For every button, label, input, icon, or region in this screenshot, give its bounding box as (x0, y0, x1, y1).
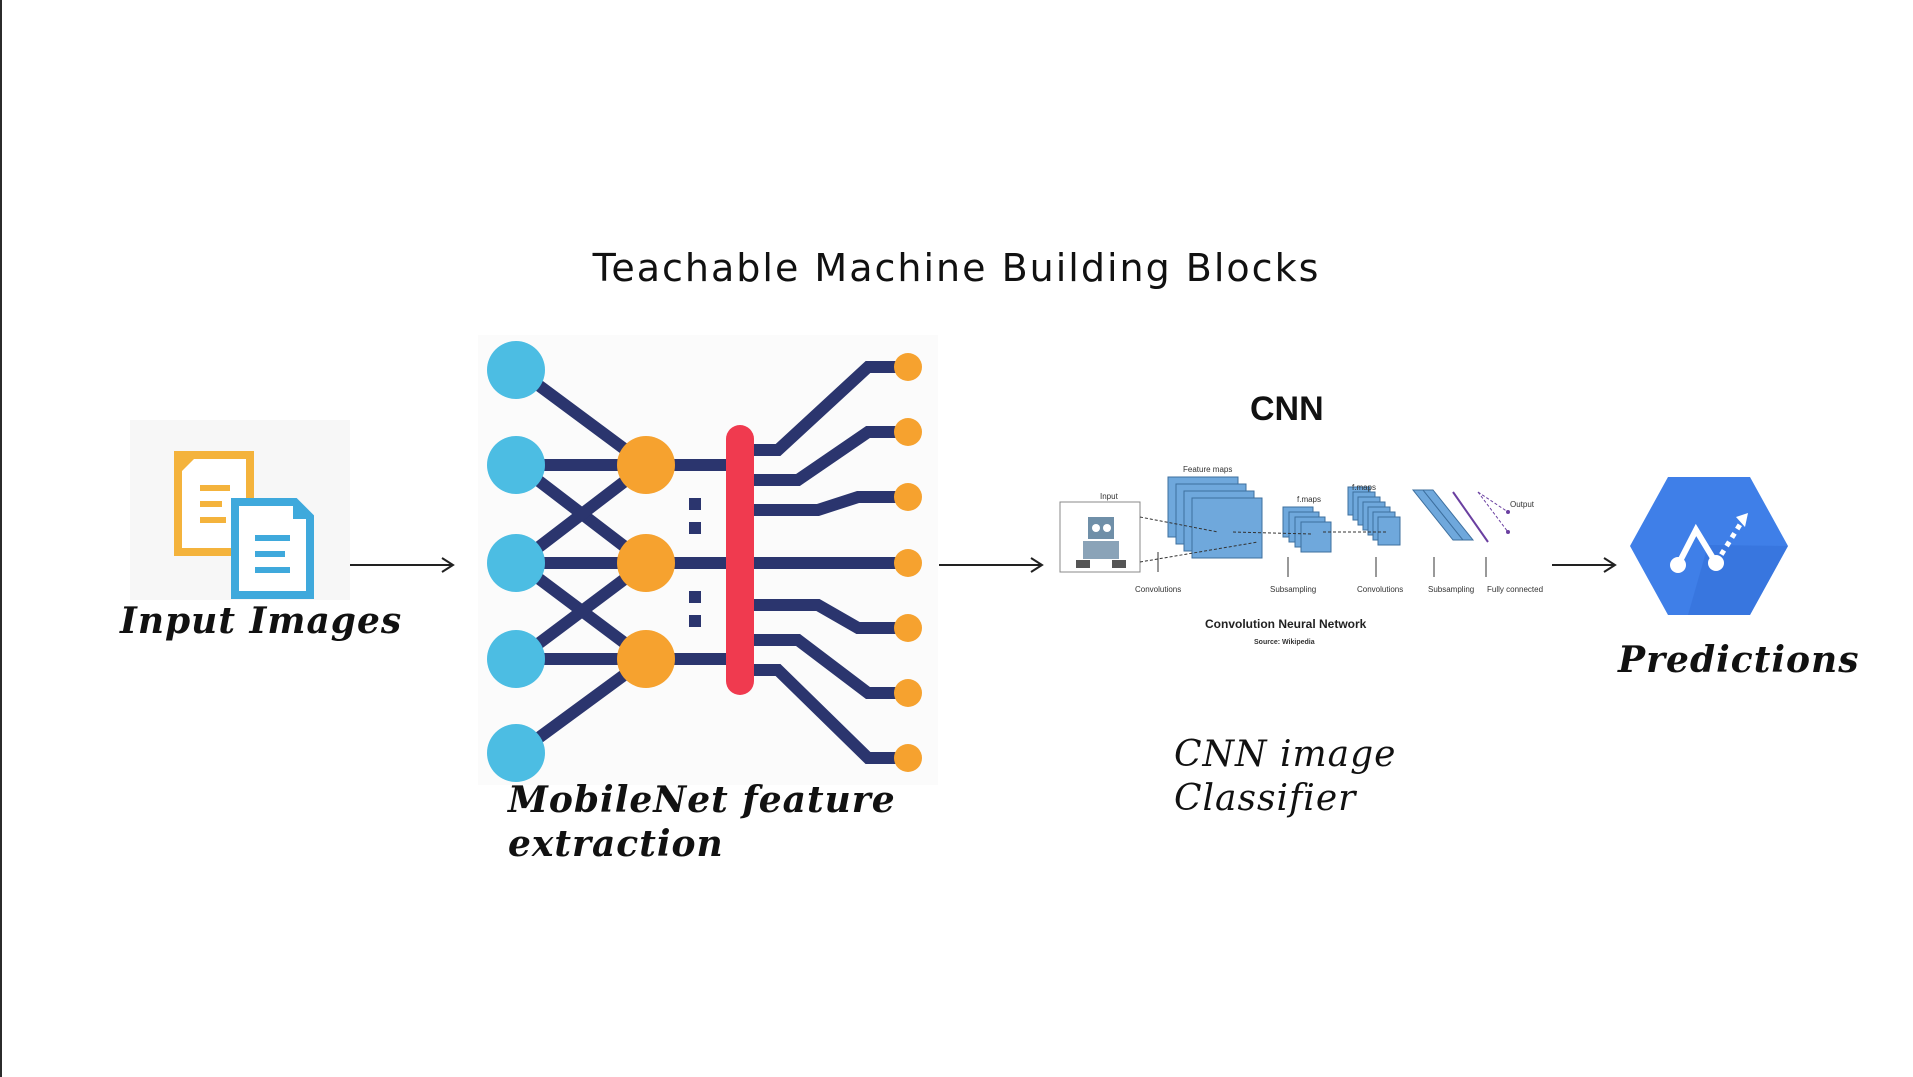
neural-network-icon (478, 335, 938, 785)
cnn-label-convolutions-1: Convolutions (1135, 585, 1182, 594)
cnn-figure-title: Convolution Neural Network (1205, 617, 1367, 631)
cnn-label-fmaps-1: f.maps (1297, 495, 1322, 504)
cnn-label-subsampling-1: Subsampling (1270, 585, 1317, 594)
arrow-input-to-mobilenet (350, 557, 455, 573)
cnn-label-fmaps-2: f.maps (1352, 483, 1377, 492)
documents-icon (130, 420, 350, 600)
mobilenet-label-line1: MobileNet feature (508, 779, 896, 821)
mobilenet-label: MobileNet feature extraction (508, 778, 896, 866)
cnn-architecture-figure (1059, 476, 1510, 577)
input-images-label: Input Images (120, 600, 403, 642)
cnn-label-output: Output (1510, 500, 1535, 509)
prediction-hexagon-icon (1630, 477, 1788, 615)
diagram-title: Teachable Machine Building Blocks (592, 246, 1321, 290)
cnn-label-line1: CNN image (1174, 734, 1397, 775)
mobilenet-label-line2: extraction (508, 823, 724, 865)
cnn-label-subsampling-2: Subsampling (1428, 585, 1475, 594)
cnn-label-convolutions-2: Convolutions (1357, 585, 1404, 594)
cnn-heading: CNN (1250, 390, 1324, 428)
left-border (0, 0, 2, 1077)
predictions-label: Predictions (1618, 639, 1860, 681)
cnn-label-input: Input (1100, 492, 1118, 501)
arrow-cnn-to-predictions (1552, 557, 1617, 573)
cnn-label-line2: Classifier (1174, 778, 1357, 819)
cnn-label-fully-connected: Fully connected (1487, 585, 1544, 594)
arrow-mobilenet-to-cnn (939, 557, 1044, 573)
cnn-figure-source: Source: Wikipedia (1254, 639, 1315, 646)
cnn-classifier-label: CNN image Classifier (1174, 733, 1396, 821)
cnn-label-feature-maps: Feature maps (1183, 465, 1233, 474)
